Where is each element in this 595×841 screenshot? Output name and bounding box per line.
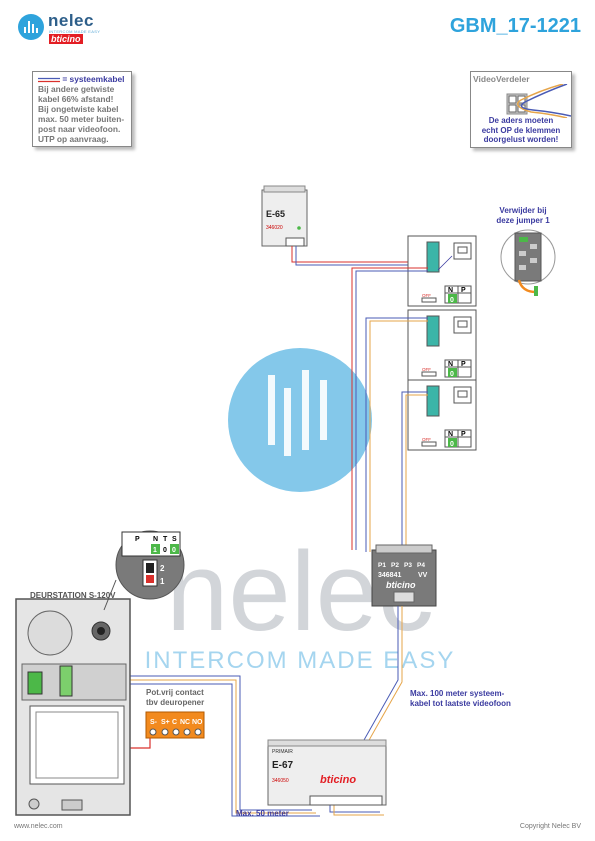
svg-text:P: P bbox=[461, 361, 466, 368]
door-switch-detail: P N T S 1 0 0 2 1 bbox=[103, 530, 185, 611]
nelec-logo-icon bbox=[18, 14, 44, 40]
jumper-note: Verwijder bij deze jumper 1 bbox=[496, 206, 550, 225]
svg-text:N: N bbox=[448, 431, 453, 438]
svg-text:P1: P1 bbox=[378, 562, 386, 569]
page-title: GBM_17-1221 bbox=[449, 15, 581, 37]
note-line: Bij andere getwiste bbox=[38, 84, 115, 94]
footer-copyright: Copyright Nelec BV bbox=[519, 823, 581, 830]
svg-text:S-: S- bbox=[150, 719, 158, 726]
svg-text:N: N bbox=[448, 361, 453, 368]
videoverdeler-note: De aders moeten echt OP de klemmen doorg… bbox=[481, 116, 561, 144]
svg-text:0: 0 bbox=[450, 297, 454, 304]
svg-text:E-67: E-67 bbox=[272, 760, 294, 771]
svg-text:0: 0 bbox=[163, 547, 167, 554]
svg-text:346050: 346050 bbox=[272, 778, 289, 784]
svg-text:0: 0 bbox=[450, 371, 454, 378]
note-line: max. 50 meter buiten- bbox=[38, 114, 125, 124]
svg-text:346841: 346841 bbox=[378, 572, 401, 579]
brand-tagline: INTERCOM MADE EASY bbox=[49, 29, 101, 34]
brand-name: nelec bbox=[48, 11, 94, 30]
note-legend: = systeemkabel bbox=[38, 74, 126, 84]
bticino-logo: bticino bbox=[49, 34, 83, 44]
svg-text:0: 0 bbox=[450, 441, 454, 448]
svg-text:P: P bbox=[461, 431, 466, 438]
videoverdeler-title: VideoVerdeler bbox=[473, 74, 530, 84]
note-line: UTP op aanvraag. bbox=[38, 134, 109, 144]
svg-text:OFF: OFF bbox=[422, 293, 431, 298]
jumper-detail bbox=[500, 229, 556, 296]
svg-text:1: 1 bbox=[160, 577, 165, 586]
svg-text:NO: NO bbox=[192, 719, 203, 726]
video-monitor-2: N P 0 OFF bbox=[407, 309, 477, 381]
max100-note: Max. 100 meter systeem- kabel tot laatst… bbox=[410, 689, 511, 708]
svg-text:P4: P4 bbox=[417, 562, 425, 569]
svg-text:OFF: OFF bbox=[422, 437, 431, 442]
svg-text:P3: P3 bbox=[404, 562, 412, 569]
relay-label: Pot.vrij contact tbv deuropener bbox=[146, 688, 205, 707]
note-line: kabel 66% afstand! bbox=[38, 94, 114, 104]
system-cable-icon bbox=[38, 77, 60, 82]
svg-text:OFF: OFF bbox=[422, 367, 431, 372]
svg-text:P: P bbox=[461, 287, 466, 294]
svg-text:N: N bbox=[448, 287, 453, 294]
power-supply-e65: E-65 346020 bbox=[261, 185, 308, 247]
svg-text:PRIMAIR: PRIMAIR bbox=[272, 749, 293, 755]
svg-text:N: N bbox=[153, 536, 158, 543]
svg-text:bticino: bticino bbox=[320, 774, 356, 786]
controller-e67: PRIMAIR E-67 346050 bticino bbox=[267, 739, 387, 806]
svg-text:S+: S+ bbox=[161, 719, 170, 726]
cable-note: = systeemkabel Bij andere getwiste kabel… bbox=[32, 71, 132, 147]
video-monitor-3: N P 0 OFF bbox=[407, 379, 477, 451]
max50-note: Max. 50 meter bbox=[236, 809, 289, 818]
svg-text:VV: VV bbox=[418, 572, 428, 579]
svg-text:NC: NC bbox=[180, 719, 190, 726]
e65-model: E-65 bbox=[266, 209, 285, 219]
svg-text:C: C bbox=[172, 719, 177, 726]
footer-url[interactable]: www.nelec.com bbox=[14, 823, 63, 830]
svg-text:2: 2 bbox=[160, 564, 165, 573]
svg-text:1: 1 bbox=[153, 547, 157, 554]
svg-text:P: P bbox=[135, 536, 140, 543]
video-distributor: P1 P2 P3 P4 346841 VV bticino bbox=[371, 544, 437, 607]
door-station-label: DEURSTATION S-120V bbox=[30, 591, 116, 600]
terminal-loop-icon bbox=[506, 84, 571, 118]
relay-contact: S- S+ C NC NO bbox=[145, 711, 205, 739]
svg-text:S: S bbox=[172, 536, 177, 543]
e65-code: 346020 bbox=[266, 225, 283, 231]
svg-text:0: 0 bbox=[172, 547, 176, 554]
videoverdeler-box: VideoVerdeler De aders moeten echt OP de… bbox=[470, 71, 572, 148]
door-station bbox=[15, 598, 131, 816]
svg-text:P2: P2 bbox=[391, 562, 399, 569]
note-line: post naar videofoon. bbox=[38, 124, 121, 134]
note-line: Bij ongetwiste kabel bbox=[38, 104, 119, 114]
svg-text:T: T bbox=[163, 536, 168, 543]
svg-text:bticino: bticino bbox=[386, 580, 416, 590]
video-monitor-1: N P 0 OFF bbox=[407, 235, 477, 307]
